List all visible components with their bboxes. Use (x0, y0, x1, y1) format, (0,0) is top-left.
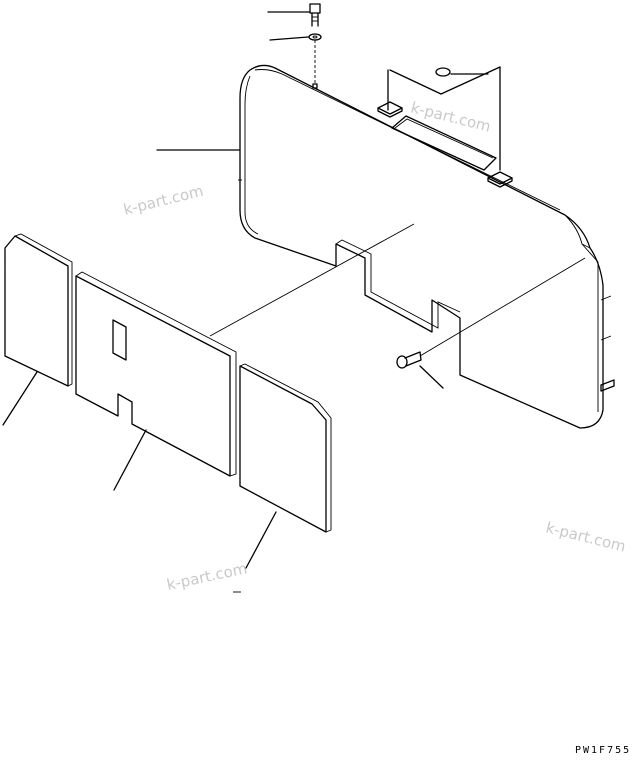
insulation-pad-center-part (75, 223, 415, 491)
watermark-4: k-part.com (165, 559, 249, 594)
washer-part (269, 33, 322, 89)
cover-part (156, 64, 615, 429)
insulation-pad-right-part (233, 363, 332, 593)
grommet-part (396, 257, 586, 389)
watermark-1: k-part.com (122, 182, 206, 219)
bolt-part (267, 3, 321, 27)
insulation-pad-left-part (2, 233, 73, 426)
watermark-3: k-part.com (544, 518, 628, 555)
drawing-code: PW1F755 (575, 745, 631, 756)
watermark-2: k-part.com (409, 98, 493, 135)
